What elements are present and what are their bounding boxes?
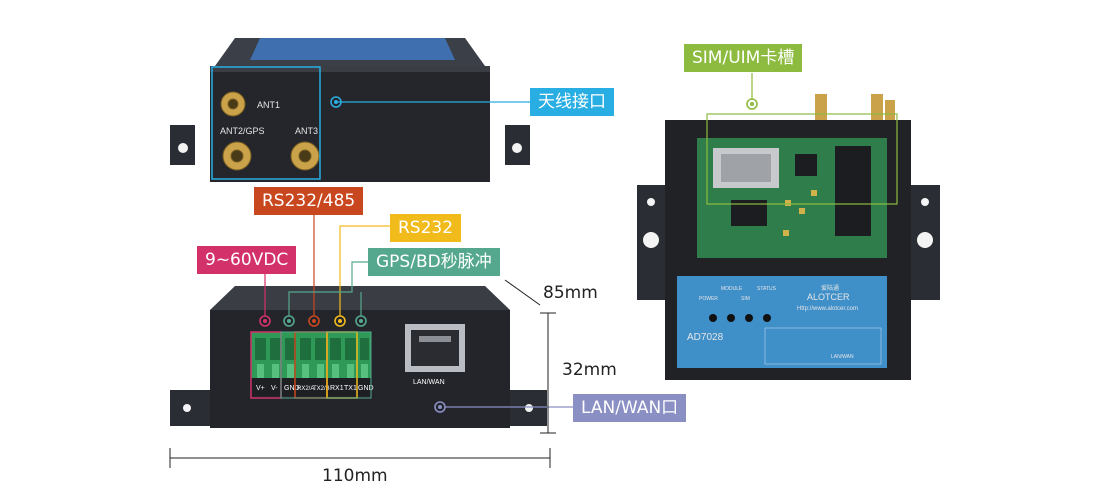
led-label: SIM bbox=[741, 296, 750, 302]
terminal-label: GND bbox=[358, 385, 374, 392]
model-label: AD7028 bbox=[687, 332, 724, 343]
terminal-label: RX1 bbox=[330, 385, 344, 392]
right-lan-label: LAN/WAN bbox=[831, 354, 854, 360]
depth-dimension: 85mm bbox=[543, 283, 598, 303]
antenna-leader bbox=[330, 96, 530, 108]
terminal-label: TX1 bbox=[344, 385, 357, 392]
gps-callout: GPS/BD秒脉冲 bbox=[368, 248, 500, 276]
terminal-label: V- bbox=[271, 385, 278, 392]
url-label: Http://www.alotcer.com bbox=[797, 306, 858, 312]
sim-callout: SIM/UIM卡槽 bbox=[684, 44, 803, 72]
ant3-label: ANT3 bbox=[295, 126, 318, 136]
terminal-label: GND bbox=[284, 385, 300, 392]
led-label: POWER bbox=[699, 296, 718, 302]
width-dimension: 110mm bbox=[322, 466, 388, 486]
brand-label: ALOTCER bbox=[807, 292, 850, 302]
ant1-label: ANT1 bbox=[257, 100, 280, 110]
led-label: MODULE bbox=[721, 286, 743, 292]
height-dimension: 32mm bbox=[562, 360, 617, 380]
terminal-label: RX2/A bbox=[297, 386, 314, 392]
rs232-485-callout: RS232/485 bbox=[254, 187, 364, 215]
lan-callout: LAN/WAN口 bbox=[573, 394, 687, 422]
right-device-image: POWER MODULE SIM STATUS AD7028 爱陆通 ALOTC… bbox=[637, 94, 940, 380]
power-callout: 9~60VDC bbox=[197, 246, 297, 274]
top-device-image: ANT1 ANT2/GPS ANT3 bbox=[170, 38, 530, 182]
terminal-label: TX2/B bbox=[313, 386, 330, 392]
antenna-callout: 天线接口 bbox=[530, 88, 614, 116]
front-lan-label: LAN/WAN bbox=[413, 379, 445, 386]
led-label: STATUS bbox=[757, 286, 777, 292]
brand-cn-label: 爱陆通 bbox=[821, 284, 839, 292]
terminal-label: V+ bbox=[256, 385, 265, 392]
ant2-label: ANT2/GPS bbox=[220, 126, 265, 136]
rs232-callout: RS232 bbox=[390, 214, 462, 242]
front-device-image: V+ V- GND RX2/A TX2/B RX1 TX1 GND LAN/WA… bbox=[170, 286, 547, 428]
